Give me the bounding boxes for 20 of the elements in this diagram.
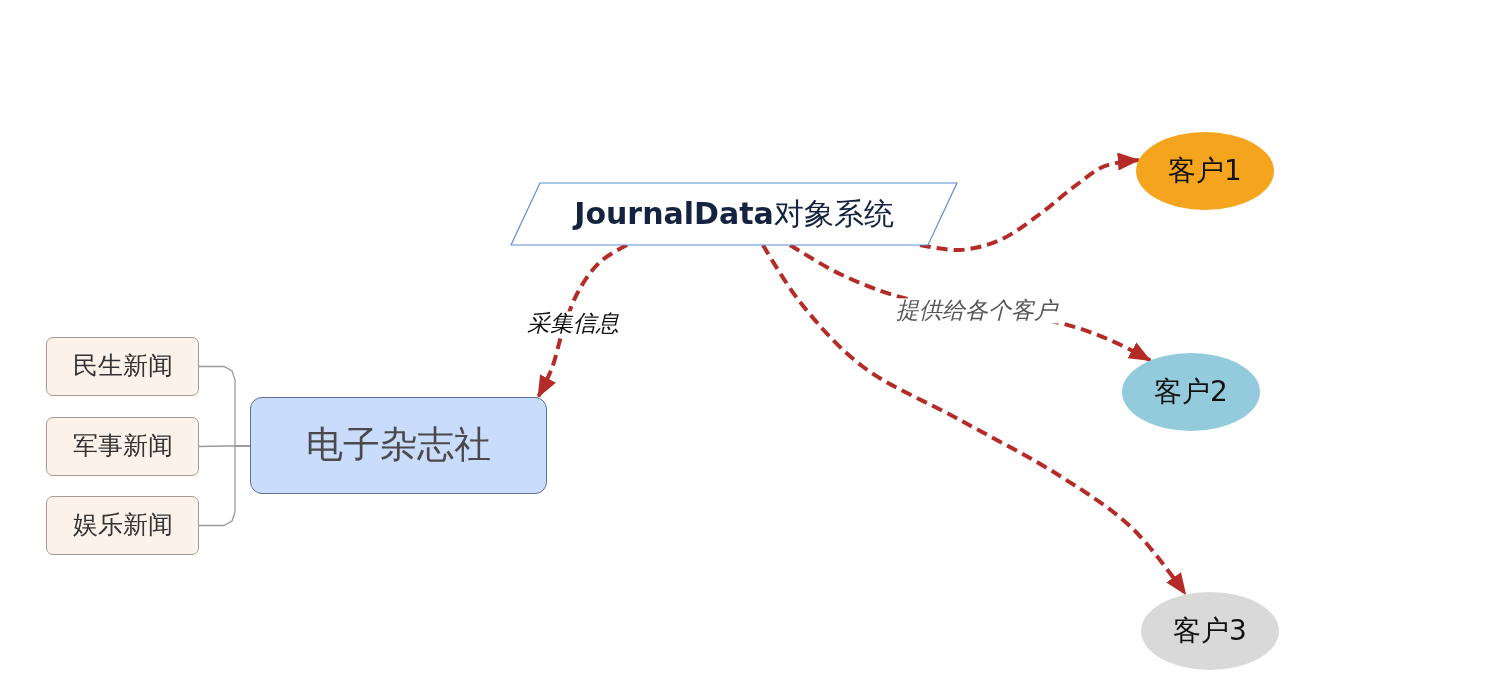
client-ellipse	[1122, 353, 1260, 431]
node-text: 客户3	[1173, 614, 1247, 648]
edge-label: 采集信息	[524, 311, 622, 337]
process-box	[250, 397, 547, 494]
node-text: 客户2	[1154, 375, 1228, 409]
node-text: JournalData对象系统	[574, 196, 894, 232]
category-box	[46, 496, 199, 555]
client-ellipse	[1136, 132, 1274, 210]
category-box	[46, 417, 199, 476]
dashed-arrow	[919, 152, 1140, 253]
node-text: 民生新闻	[72, 352, 173, 381]
category-box	[46, 337, 199, 396]
system-parallelogram	[511, 183, 957, 245]
node-text: 客户1	[1168, 154, 1242, 188]
connector-line	[198, 445, 251, 527]
dashed-arrow	[761, 244, 1188, 596]
node-text: 军事新闻	[72, 432, 173, 461]
node-text: 娱乐新闻	[72, 511, 173, 540]
node-text: 电子杂志社	[306, 424, 491, 467]
client-ellipse	[1141, 592, 1279, 670]
